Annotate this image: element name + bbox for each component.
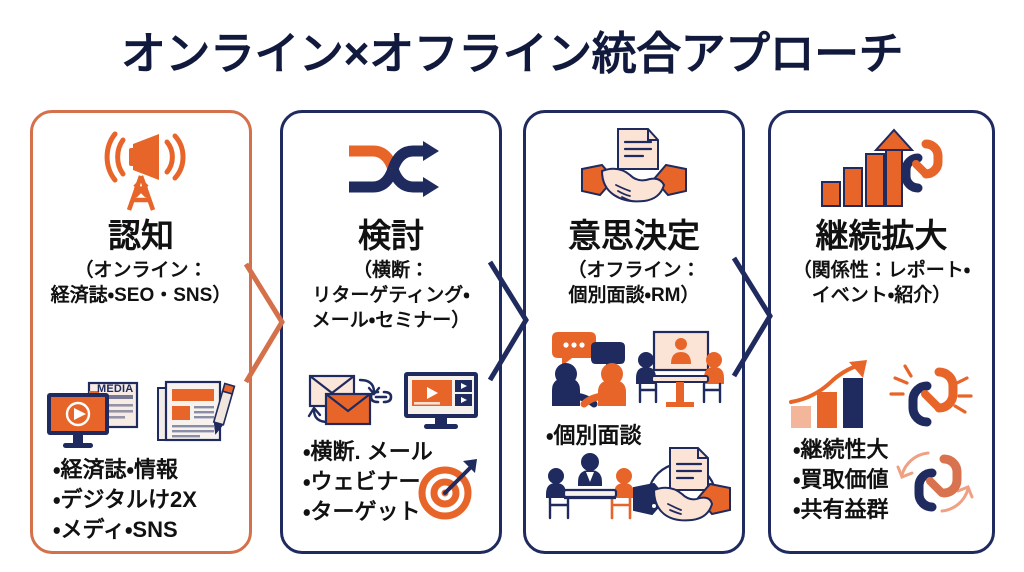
list-item: ・買取価値: [793, 467, 889, 492]
connector-arrow-2: [480, 256, 540, 391]
handshake-document-icon: [532, 123, 736, 215]
stage-card-awareness[interactable]: 認知 （オンライン： 経済誌・SEO・SNS）: [30, 110, 252, 554]
chain-link-burst-icon: [885, 358, 977, 435]
media-icon-row-consideration: [289, 370, 493, 437]
card-heading-consideration: 検討: [358, 217, 424, 254]
newspaper-pen-icon: [155, 378, 237, 453]
list-item: ・経済誌・情報: [53, 457, 178, 482]
shuffle-arrows-icon: [289, 123, 493, 215]
stage-card-consideration[interactable]: 検討 （横断： リターゲティング・ メール・セミナー）: [280, 110, 502, 554]
connector-arrow-1: [236, 258, 296, 393]
list-item: ・個別面談: [546, 423, 642, 448]
list-item: ・共有益群: [793, 497, 889, 522]
card-subtitle-expansion: （関係性：レポート・ イベント・紹介）: [792, 260, 971, 306]
bullet-list-expansion: ・継続性大 ・買取価値 ・共有益群: [793, 435, 888, 525]
media-label: MEDIA: [97, 383, 134, 395]
bullet-list-decision: ・個別面談: [546, 418, 641, 450]
list-item: ・継続性大: [793, 437, 889, 462]
media-icon-row-awareness: MEDIA: [39, 378, 243, 453]
list-item: ・ウェビナー: [303, 469, 421, 494]
chain-link-cycle-icon: [892, 443, 978, 528]
handshake-contract-icon: [632, 442, 732, 529]
stage-card-decision[interactable]: 意思決定 （オフライン： 個別面談・RM）: [523, 110, 745, 554]
list-item: ・メディ・SNS: [53, 517, 178, 542]
card-subtitle-consideration: （横断： リターゲティング・ メール・セミナー）: [311, 260, 471, 331]
growth-chart-chain-icon: [777, 123, 986, 215]
card-subtitle-awareness: （オンライン： 経済誌・SEO・SNS）: [50, 260, 232, 306]
connector-arrow-3: [724, 252, 784, 387]
list-item: ・ターゲット: [303, 499, 421, 524]
video-monitor-icon: [402, 370, 484, 437]
media-icon-row-expansion: [777, 358, 986, 435]
presentation-meeting-icon: [632, 330, 728, 417]
target-dart-icon: [415, 455, 481, 526]
page-title: オンライン×オフライン統合アプローチ: [120, 28, 904, 79]
card-heading-expansion: 継続拡大: [815, 217, 948, 254]
media-monitor-icon: MEDIA: [45, 381, 149, 453]
broadcast-tower-icon: [39, 123, 243, 215]
roundtable-meeting-icon: [542, 448, 638, 529]
growth-bars-arrow-icon: [787, 358, 879, 435]
card-heading-awareness: 認知: [108, 217, 174, 254]
stage-card-expansion[interactable]: 継続拡大 （関係性：レポート・ イベント・紹介）: [768, 110, 995, 554]
list-item: ・デジタルけ2X: [53, 487, 197, 512]
bullet-list-awareness: ・経済誌・情報 ・デジタルけ2X ・メディ・SNS: [39, 455, 243, 545]
two-people-talking-icon: [544, 330, 636, 415]
bullet-list-consideration: ・横断. メール ・ウェビナー ・ターゲット: [303, 437, 433, 527]
email-loop-icon: [298, 370, 396, 437]
card-heading-decision: 意思決定: [568, 217, 700, 254]
list-item: ・横断. メール: [303, 439, 433, 464]
card-subtitle-decision: （オフライン： 個別面談・RM）: [567, 260, 701, 306]
